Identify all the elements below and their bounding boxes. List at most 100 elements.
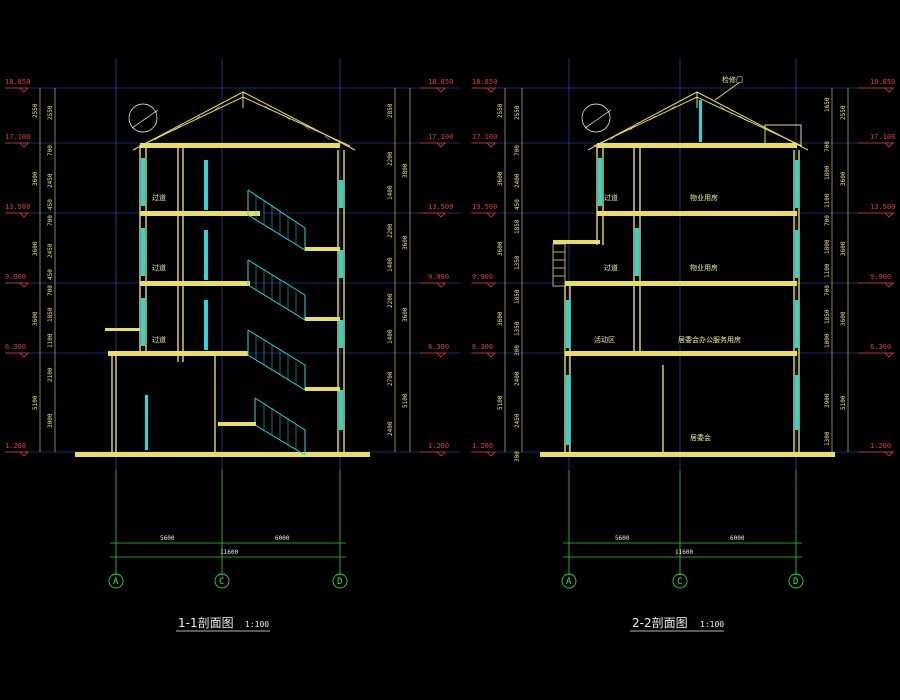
s1-roof bbox=[132, 91, 356, 151]
s1-elev-right-3: 9.900 bbox=[428, 273, 449, 281]
s1-dim-li-1: 700 bbox=[47, 145, 54, 156]
s1-dim-r-7: 2200 bbox=[387, 293, 394, 308]
s2-dim-li-3: 450 bbox=[514, 199, 521, 210]
s2-dim-lo-4: 5100 bbox=[497, 395, 504, 410]
s2-dim-lo-3: 3600 bbox=[497, 311, 504, 326]
s2-axis-label-0: A bbox=[566, 577, 572, 587]
s2-dim-r-11: 1850 bbox=[824, 309, 831, 324]
s1-dim-r-1: 2200 bbox=[387, 151, 394, 166]
s2-dim-li-9: 2400 bbox=[514, 371, 521, 386]
s2-dim-lo-2: 3600 bbox=[497, 241, 504, 256]
s2-scale: 1:100 bbox=[700, 620, 724, 629]
s1-elev-right-0: 18.850 bbox=[428, 78, 453, 86]
s1-dim-li-11: 3000 bbox=[47, 413, 54, 428]
s2-dim-li-5: 1350 bbox=[514, 255, 521, 270]
s2-elev-right-5: 1.200 bbox=[870, 442, 891, 450]
s1-elev-left-3: 9.900 bbox=[5, 273, 26, 281]
s2-dim-li-7: 1350 bbox=[514, 321, 521, 336]
s2-bottom-dim-0: 5600 bbox=[615, 535, 630, 542]
s1-dim-r-5: 3600 bbox=[402, 235, 409, 250]
s2-room-2: 过道 bbox=[604, 263, 618, 272]
s1-stair-landings bbox=[218, 247, 340, 426]
s2-dim-r-12: 3600 bbox=[840, 311, 847, 326]
s1-elev-left-0: 18.850 bbox=[5, 78, 30, 86]
s1-elev-right-2: 13.500 bbox=[428, 203, 453, 211]
s2-dim-li-11: 300 bbox=[514, 451, 521, 462]
s1-total-dim: 11600 bbox=[220, 549, 238, 556]
s1-dim-lo-1: 3600 bbox=[32, 171, 39, 186]
s2-dim-li-8: 300 bbox=[514, 345, 521, 356]
s1-dim-r-9: 1400 bbox=[387, 329, 394, 344]
s1-dim-li-10: 2100 bbox=[47, 367, 54, 382]
s2-dims-right: 1650 2550 700 1800 3600 1100 700 1800 36… bbox=[824, 97, 847, 446]
s2-dim-r-1: 2550 bbox=[840, 105, 847, 120]
s1-windows bbox=[141, 158, 343, 450]
s2-dim-li-10: 2450 bbox=[514, 413, 521, 428]
s2-dim-r-9: 1100 bbox=[824, 263, 831, 278]
s2-elev-right-4: 6.300 bbox=[870, 343, 891, 351]
s2-dim-li-1: 700 bbox=[514, 145, 521, 156]
s1-dim-li-2: 2450 bbox=[47, 173, 54, 188]
s2-bottom-dim-1: 6000 bbox=[730, 535, 745, 542]
s2-balcony bbox=[552, 243, 566, 287]
s2-dim-r-5: 1100 bbox=[824, 193, 831, 208]
s2-elev-left-5: 1.200 bbox=[472, 442, 493, 450]
s1-dim-lines bbox=[39, 88, 411, 452]
s1-axis-label-2: D bbox=[337, 577, 342, 587]
s2-room-5: 居委会办公服务用房 bbox=[678, 335, 741, 344]
s1-dim-r-2: 3800 bbox=[402, 163, 409, 178]
s1-dim-li-3: 450 bbox=[47, 199, 54, 210]
s1-bottom-dim-0: 5600 bbox=[160, 535, 175, 542]
s1-dim-lo-3: 3600 bbox=[32, 311, 39, 326]
s1-bottom-dim-1: 6000 bbox=[275, 535, 290, 542]
s2-dim-r-13: 1000 bbox=[824, 333, 831, 348]
s1-elev-left-4: 6.300 bbox=[5, 343, 26, 351]
s2-slope-symbol bbox=[581, 103, 612, 133]
s1-dim-li-0: 2550 bbox=[47, 105, 54, 120]
s2-dim-lines bbox=[504, 88, 849, 452]
s1-floor-slabs bbox=[75, 143, 370, 457]
s1-roof-hatch bbox=[154, 105, 331, 141]
s2-elev-left-1: 17.100 bbox=[472, 133, 497, 141]
s2-elevation-markers-left: 18.850 17.100 13.500 9.900 6.300 1.200 bbox=[472, 78, 497, 457]
s2-dim-r-6: 700 bbox=[824, 215, 831, 226]
s1-dim-r-6: 1400 bbox=[387, 257, 394, 272]
s2-dim-r-8: 3600 bbox=[840, 241, 847, 256]
s1-title: 1-1剖面图 bbox=[178, 616, 234, 630]
s1-dim-r-11: 5100 bbox=[402, 393, 409, 408]
s1-room-0: 过道 bbox=[152, 193, 166, 202]
s1-dims-left-outer: 2550 3600 3600 3600 5100 bbox=[32, 103, 39, 410]
s1-dim-li-6: 450 bbox=[47, 269, 54, 280]
s2-dim-r-14: 3900 bbox=[824, 393, 831, 408]
s2-axis-label-2: D bbox=[793, 577, 798, 587]
s2-windows bbox=[566, 100, 799, 445]
s1-axis-label-1: C bbox=[219, 577, 224, 587]
s2-dim-li-0: 2550 bbox=[514, 105, 521, 120]
s1-dim-li-8: 1850 bbox=[47, 307, 54, 322]
s2-room-3: 物业用房 bbox=[690, 263, 718, 272]
s2-dim-lo-1: 3600 bbox=[497, 171, 504, 186]
s2-total-dim: 11600 bbox=[675, 549, 693, 556]
s2-elev-left-4: 6.300 bbox=[472, 343, 493, 351]
section-1-1: 18.850 17.100 13.500 9.900 6.300 1.200 1… bbox=[5, 58, 460, 632]
s2-elev-left-3: 9.900 bbox=[472, 273, 493, 281]
s1-dim-li-5: 2450 bbox=[47, 243, 54, 258]
s2-elev-left-0: 18.850 bbox=[472, 78, 497, 86]
s2-dim-li-2: 2400 bbox=[514, 173, 521, 188]
section-2-2: 18.850 17.100 13.500 9.900 6.300 1.200 1… bbox=[470, 58, 895, 632]
s1-dim-r-0: 2850 bbox=[387, 103, 394, 118]
s2-dim-r-16: 1300 bbox=[824, 431, 831, 446]
s1-elev-left-5: 1.200 bbox=[5, 442, 26, 450]
s1-dim-r-10: 2700 bbox=[387, 371, 394, 386]
s1-dim-r-8: 3600 bbox=[402, 307, 409, 322]
s2-room-6: 居委会 bbox=[690, 433, 711, 442]
s1-dim-r-4: 2200 bbox=[387, 223, 394, 238]
s1-dim-lo-0: 2550 bbox=[32, 103, 39, 118]
s2-dim-li-6: 1850 bbox=[514, 289, 521, 304]
s2-elevation-markers-right: 18.850 17.100 13.500 9.900 6.300 1.200 bbox=[858, 78, 895, 457]
s1-room-2: 过道 bbox=[152, 335, 166, 344]
s2-axis-label-1: C bbox=[677, 577, 682, 587]
s1-elev-right-1: 17.100 bbox=[428, 133, 453, 141]
s2-floor-slabs bbox=[540, 143, 835, 457]
